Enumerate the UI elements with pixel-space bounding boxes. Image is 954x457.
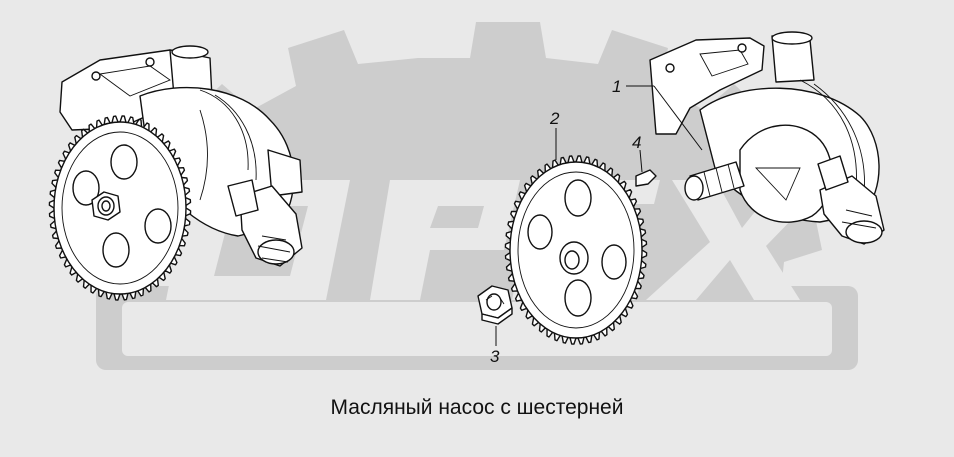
pump-gear-detail [504,155,648,345]
callout-2: 2 [549,109,560,128]
leader-lines [495,85,703,346]
key-detail [635,169,657,187]
gear-nut-detail [477,285,513,325]
leader-line-4 [639,149,643,173]
callout-3: 3 [490,347,500,366]
diagram-caption: Масляный насос с шестерней [330,396,624,419]
oil-pump-housing-detail [649,31,885,245]
watermark-band-inner [122,302,832,356]
watermark-letter-p [370,180,520,300]
leader-line-1b [653,85,703,151]
callout-1: 1 [612,77,621,96]
assembled-oil-pump [48,45,303,301]
callout-4: 4 [632,133,641,152]
